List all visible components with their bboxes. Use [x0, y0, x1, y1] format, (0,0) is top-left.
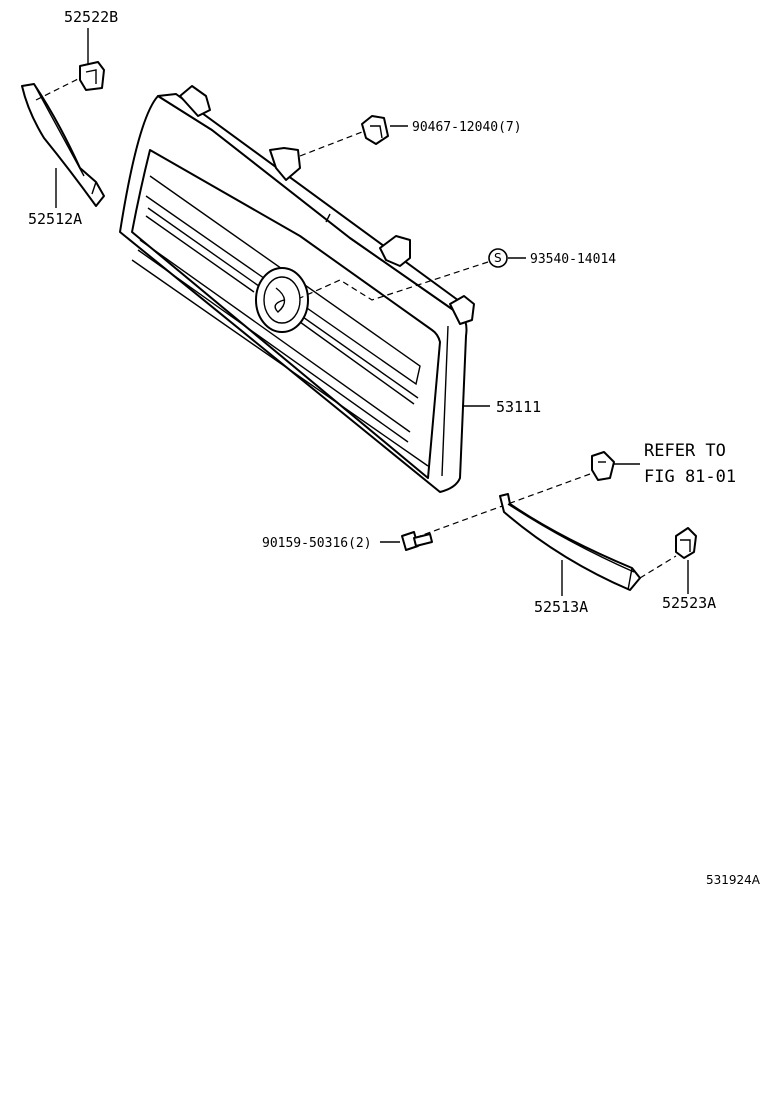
label-52512A: 52512A [28, 210, 82, 228]
molding-52512A [21, 83, 105, 207]
label-93540: 93540-14014 [530, 252, 616, 267]
symbol-93540 [488, 248, 508, 268]
clip-52523A [675, 527, 697, 559]
dash-52522B [35, 77, 81, 101]
molding-52513A [499, 493, 641, 591]
grille-53111 [119, 85, 475, 493]
dash-90467 [299, 131, 363, 157]
clip-refer [591, 451, 615, 481]
dash-93540 [299, 261, 489, 301]
clip-52522B [79, 61, 105, 91]
screw-90159 [401, 531, 433, 551]
label-52522B: 52522B [64, 8, 118, 26]
label-53111: 53111 [496, 398, 541, 416]
label-refer-line2: FIG 81-01 [644, 467, 736, 487]
dash-52523A [639, 555, 677, 579]
figure-code: 531924A [706, 873, 760, 887]
label-90467: 90467-12040(7) [412, 120, 522, 135]
symbol-s: S [494, 251, 502, 265]
label-52523A: 52523A [662, 594, 716, 612]
label-refer-line1: REFER TO [644, 441, 726, 461]
label-90159: 90159-50316(2) [262, 536, 372, 551]
label-52513A: 52513A [534, 598, 588, 616]
clip-90467 [361, 115, 389, 145]
